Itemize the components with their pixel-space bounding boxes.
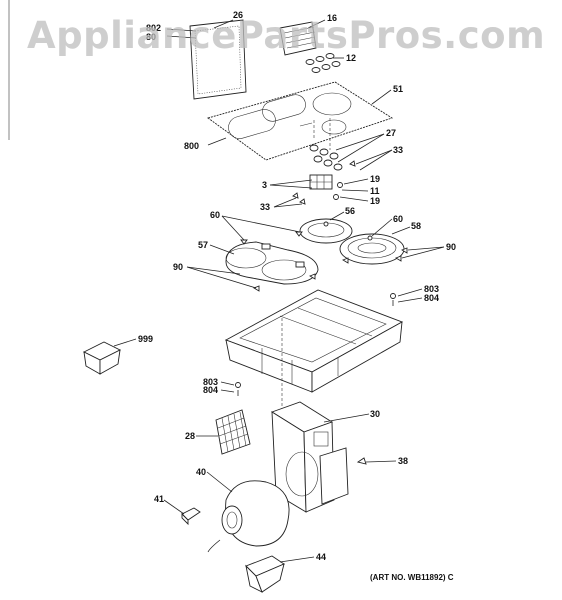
callout-33-top: 33 — [393, 145, 403, 155]
callout-41: 41 — [154, 494, 164, 504]
callout-11: 11 — [370, 186, 380, 196]
part-57-dual-element — [225, 241, 319, 285]
art-number: (ART NO. WB11892) C — [370, 573, 454, 582]
part-41-block — [181, 507, 201, 526]
callout-60-left: 60 — [210, 210, 220, 220]
callout-90-left: 90 — [173, 262, 183, 272]
callout-58: 58 — [411, 221, 421, 231]
part-33-screws — [292, 160, 356, 205]
callout-19-bottom: 19 — [370, 196, 380, 206]
callout-60-right: 60 — [393, 214, 403, 224]
part-56-small-element — [299, 218, 353, 244]
callout-19-top: 19 — [370, 174, 380, 184]
callout-30: 30 — [370, 409, 380, 419]
part-chassis-box — [224, 289, 404, 430]
part-40-blower-fan — [207, 480, 290, 553]
callout-40: 40 — [196, 467, 206, 477]
callout-56: 56 — [345, 206, 355, 216]
part-16-grille — [279, 21, 317, 56]
callout-803-top: 803 — [424, 284, 439, 294]
callout-26: 26 — [233, 10, 243, 20]
callout-labels: 802 80 26 16 12 51 800 27 33 19 3 11 19 … — [138, 10, 456, 562]
part-44-duct — [245, 555, 285, 593]
callout-804-bottom: 804 — [203, 385, 218, 395]
part-28-mesh-screen — [215, 409, 251, 455]
part-30-blower-housing — [270, 401, 349, 513]
callout-44: 44 — [316, 552, 326, 562]
part-27-control-knobs — [309, 118, 343, 171]
callout-51: 51 — [393, 84, 403, 94]
callout-57: 57 — [198, 240, 208, 250]
callout-80: 80 — [146, 32, 156, 42]
callout-999: 999 — [138, 334, 153, 344]
callout-90-right: 90 — [446, 242, 456, 252]
callout-802: 802 — [146, 23, 161, 33]
leader-lines — [113, 19, 445, 563]
part-26-screen — [189, 19, 247, 100]
callout-800: 800 — [184, 141, 199, 151]
part-38-clip — [356, 457, 367, 465]
callout-3: 3 — [262, 180, 267, 190]
part-999-kit-box — [82, 341, 122, 375]
part-3-switch-block — [309, 174, 343, 200]
callout-12: 12 — [346, 53, 356, 63]
callout-33-bottom: 33 — [260, 202, 270, 212]
part-51-cooktop-glass — [206, 81, 394, 161]
callout-27: 27 — [386, 128, 396, 138]
part-58-right-element — [339, 233, 405, 265]
callout-804-top: 804 — [424, 293, 439, 303]
callout-803-bottom: 803 — [203, 377, 218, 387]
callout-16: 16 — [327, 13, 337, 23]
callout-28: 28 — [185, 431, 195, 441]
watermark-text: AppliancePartsPros.com — [27, 14, 545, 57]
part-803-804-screws — [235, 293, 396, 396]
callout-38: 38 — [398, 456, 408, 466]
part-12-knobs — [305, 53, 341, 73]
